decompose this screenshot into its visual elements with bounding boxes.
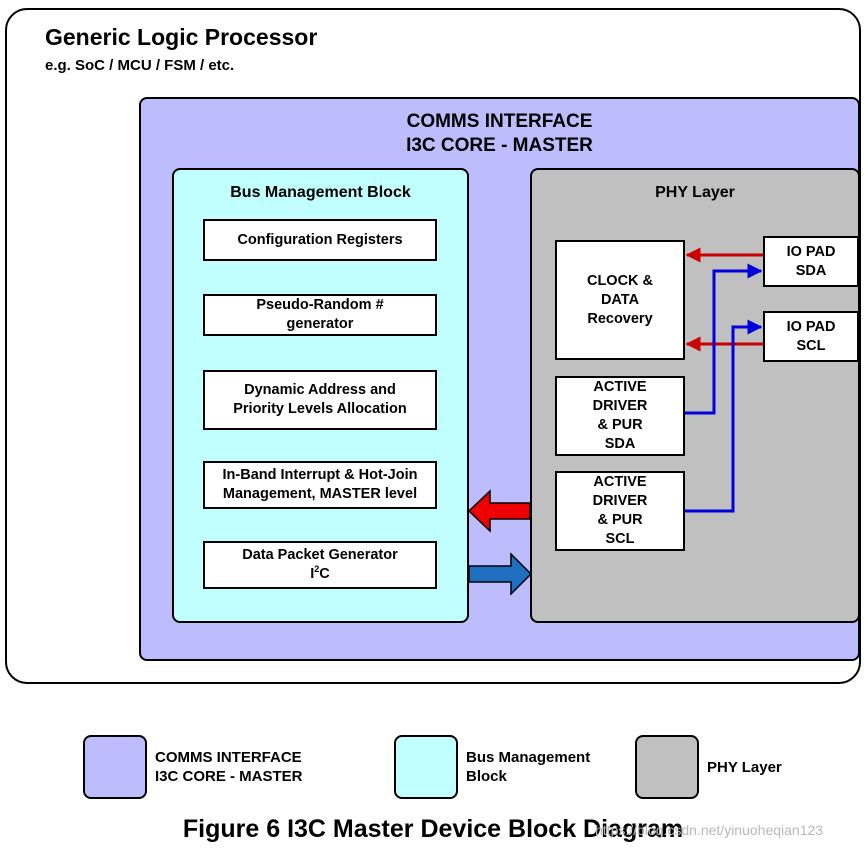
io-pad-sda-box: IO PAD SDA <box>763 236 859 287</box>
driver-scl-line1: ACTIVE <box>593 474 647 490</box>
pad-sda-line1: IO PAD <box>786 243 836 260</box>
driver-sda-line2: DRIVER <box>592 398 648 414</box>
i2c-tail: C <box>319 566 330 582</box>
prng-label-line1: Pseudo-Random # <box>256 297 384 313</box>
pad-scl-line2: SCL <box>796 337 826 354</box>
i2c-superscript: 2 <box>314 564 320 575</box>
i2c-base: I <box>310 566 315 582</box>
legend-bmb-line2: Block <box>466 768 507 785</box>
cdr-line3: Recovery <box>587 310 653 327</box>
ibi-hotjoin-line2: Management, MASTER level <box>222 486 418 502</box>
driver-sda-line4: SDA <box>604 436 636 452</box>
processor-title: Generic Logic Processor <box>45 24 318 50</box>
active-driver-scl-box: ACTIVE DRIVER & PUR SCL <box>555 471 685 551</box>
legend-swatch-bmb <box>394 735 458 799</box>
processor-subtitle: e.g. SoC / MCU / FSM / etc. <box>45 57 235 74</box>
comms-title-line2: I3C CORE - MASTER <box>406 135 593 156</box>
prng-box: Pseudo-Random # generator <box>203 294 437 336</box>
driver-scl-line3: & PUR <box>597 512 643 528</box>
legend-bmb-line1: Bus Management <box>466 749 591 766</box>
driver-sda-line1: ACTIVE <box>593 379 647 395</box>
data-packet-generator-box: Data Packet Generator I2C <box>203 541 437 589</box>
driver-scl-line4: SCL <box>605 531 635 547</box>
phy-layer-title: PHY Layer <box>655 184 735 201</box>
configuration-registers-box: Configuration Registers <box>203 219 437 261</box>
pad-sda-line2: SDA <box>795 262 827 279</box>
bus-management-title: Bus Management Block <box>230 184 411 201</box>
driver-scl-line2: DRIVER <box>592 493 648 509</box>
cdr-line1: CLOCK & <box>586 272 654 289</box>
dynamic-address-line1: Dynamic Address and <box>244 382 396 398</box>
cdr-line2: DATA <box>600 291 640 308</box>
data-packet-generator-line2: I2C <box>310 565 330 584</box>
legend-label-bmb: Bus Management Block <box>466 748 590 786</box>
comms-title-line1: COMMS INTERFACE <box>406 111 593 132</box>
legend-swatch-comms <box>83 735 147 799</box>
legend-label-comms: COMMS INTERFACE I3C CORE - MASTER <box>155 748 303 786</box>
watermark: https://blog.csdn.net/yinuoheqian123 <box>595 822 824 838</box>
active-driver-sda-box: ACTIVE DRIVER & PUR SDA <box>555 376 685 456</box>
legend-comms-line2: I3C CORE - MASTER <box>155 768 303 785</box>
legend-swatch-phy <box>635 735 699 799</box>
data-packet-generator-line1: Data Packet Generator <box>242 547 398 563</box>
pad-scl-line1: IO PAD <box>786 318 836 335</box>
ibi-hotjoin-box: In-Band Interrupt & Hot-Join Management,… <box>203 461 437 509</box>
clock-data-recovery-box: CLOCK & DATA Recovery <box>555 240 685 360</box>
comms-interface-title: COMMS INTERFACE I3C CORE - MASTER <box>139 110 860 158</box>
configuration-registers-label: Configuration Registers <box>237 231 403 248</box>
figure-caption: Figure 6 I3C Master Device Block Diagram <box>182 815 684 843</box>
dynamic-address-box: Dynamic Address and Priority Levels Allo… <box>203 370 437 430</box>
io-pad-scl-box: IO PAD SCL <box>763 311 859 362</box>
legend-label-phy: PHY Layer <box>707 759 782 776</box>
driver-sda-line3: & PUR <box>597 417 643 433</box>
dynamic-address-line2: Priority Levels Allocation <box>233 401 407 417</box>
legend-comms-line1: COMMS INTERFACE <box>155 749 302 766</box>
ibi-hotjoin-line1: In-Band Interrupt & Hot-Join <box>222 467 418 483</box>
prng-label-line2: generator <box>286 316 354 332</box>
